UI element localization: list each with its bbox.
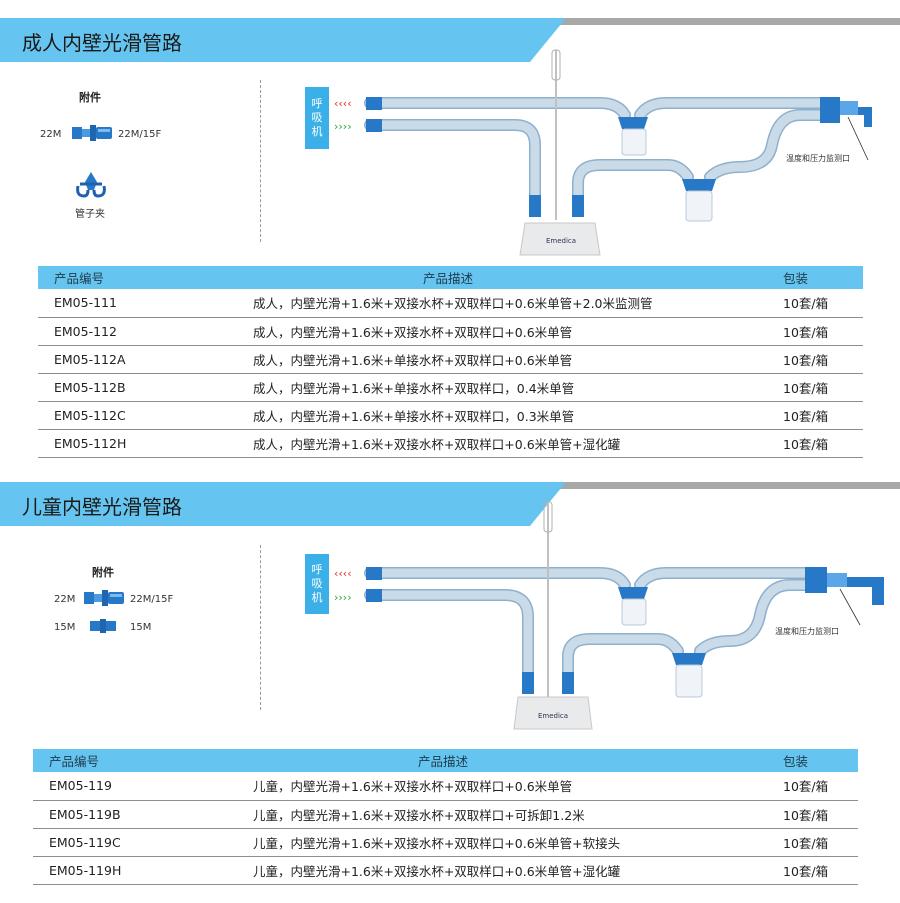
adult-section: 成人内壁光滑管路 附件 22M 22M/15F 管子夹 呼 吸 机 ‹‹‹‹ ›… [0, 18, 900, 458]
header-packaging: 包装 [783, 749, 858, 772]
inhale-arrows-icon: ›››› [334, 591, 352, 604]
circuit-diagram: 呼 吸 机 ‹‹‹‹ ›››› [305, 49, 872, 256]
water-trap-1 [618, 587, 648, 626]
section-title: 儿童内壁光滑管路 [22, 495, 182, 519]
connector1-left-label: 22M [54, 594, 76, 605]
ventilator-box [305, 554, 329, 614]
humidifier-base [519, 222, 601, 256]
table-header-row: 产品编号 产品描述 包装 [38, 266, 863, 289]
water-trap-2 [672, 653, 706, 698]
brand-label: Emedica [546, 237, 576, 245]
connector-left-label: 22M [40, 129, 62, 140]
brand-label: Emedica [538, 712, 568, 720]
accessories-title: 附件 [79, 91, 101, 104]
svg-text:吸: 吸 [312, 111, 323, 124]
child-banner: 儿童内壁光滑管路 [0, 482, 900, 526]
connector-top [366, 567, 382, 580]
y-piece-connector [805, 567, 827, 593]
accessories-title: 附件 [92, 566, 114, 579]
connector-icon [84, 590, 124, 606]
svg-text:吸: 吸 [312, 577, 323, 590]
connector2-right-label: 15M [130, 622, 152, 633]
tubes [364, 567, 811, 688]
section-title: 成人内壁光滑管路 [22, 31, 182, 55]
banner-shape [0, 482, 900, 526]
header-packaging: 包装 [783, 266, 863, 289]
sensor-label: 温度和压力监测口 [775, 626, 839, 636]
small-connector-icon [90, 619, 116, 633]
header-product-code: 产品编号 [38, 266, 253, 289]
exhale-arrows-icon: ‹‹‹‹ [334, 97, 352, 110]
divider-line [260, 80, 261, 242]
humidifier-base [513, 696, 593, 730]
tube-clamp-icon [76, 172, 106, 198]
y-piece-connector [820, 97, 840, 123]
child-section: 儿童内壁光滑管路 附件 22M 22M/15F 15M 15M 呼 吸 机 ‹‹… [0, 472, 900, 903]
divider-line [260, 545, 261, 710]
svg-text:机: 机 [312, 124, 323, 138]
elbow-connector [847, 577, 884, 605]
elbow-connector [858, 107, 872, 127]
connector-icon [72, 125, 112, 141]
connector-bottom [366, 589, 382, 602]
water-trap-1 [618, 117, 648, 156]
header-description: 产品描述 [253, 749, 783, 772]
exhale-arrows-icon: ‹‹‹‹ [334, 567, 352, 580]
table-header-row: 产品编号 产品描述 包装 [33, 749, 858, 772]
svg-text:机: 机 [312, 590, 323, 604]
adult-banner: 成人内壁光滑管路 [0, 18, 900, 62]
connector2-left-label: 15M [54, 622, 76, 633]
clamp-label: 管子夹 [75, 209, 105, 220]
connector-top [366, 97, 382, 110]
tubes [364, 97, 826, 211]
circuit-diagram: 呼 吸 机 ‹‹‹‹ ›››› [305, 501, 884, 730]
connector-bottom [366, 119, 382, 132]
inhale-arrows-icon: ›››› [334, 120, 352, 133]
header-description: 产品描述 [253, 266, 783, 289]
ventilator-label: 呼 [312, 97, 323, 110]
ventilator-box [305, 87, 329, 149]
connector1-right-label: 22M/15F [130, 594, 174, 605]
header-product-code: 产品编号 [33, 749, 253, 772]
sensor-label: 温度和压力监测口 [786, 153, 850, 163]
water-trap-2 [682, 179, 716, 222]
banner-shape [0, 18, 900, 62]
ventilator-label: 呼 [312, 563, 323, 576]
connector-right-label: 22M/15F [118, 129, 162, 140]
